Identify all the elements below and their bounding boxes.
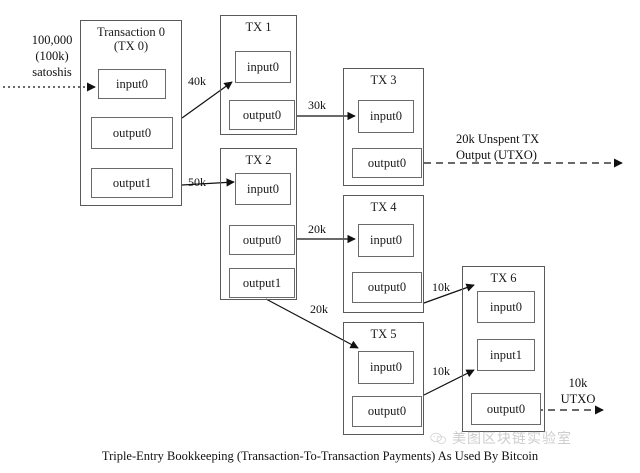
- slot-tx6-input1[interactable]: input1: [477, 339, 535, 371]
- slot-tx1-output0[interactable]: output0: [229, 100, 295, 130]
- slot-tx0-output0[interactable]: output0: [91, 117, 173, 149]
- transaction-box-tx3[interactable]: TX 3 input0 output0: [343, 68, 424, 186]
- slot-tx2-input0[interactable]: input0: [235, 173, 291, 205]
- transaction-box-tx6[interactable]: TX 6 input0 input1 output0: [462, 266, 545, 432]
- transaction-title-tx6: TX 6: [490, 271, 517, 285]
- wechat-icon: [430, 432, 447, 444]
- slot-tx2-output0[interactable]: output0: [229, 225, 295, 255]
- transaction-box-tx4[interactable]: TX 4 input0 output0: [343, 195, 424, 313]
- edge-label-10k-tx6-input1: 10k: [432, 364, 450, 378]
- watermark: 美图区块链实验室: [430, 428, 572, 448]
- transaction-title-tx5: TX 5: [370, 327, 397, 341]
- slot-tx5-input0[interactable]: input0: [358, 351, 414, 384]
- transaction-box-tx2[interactable]: TX 2 input0 output0 output1: [220, 148, 297, 300]
- transaction-box-tx1[interactable]: TX 1 input0 output0: [220, 15, 297, 135]
- slot-tx6-output0[interactable]: output0: [471, 393, 541, 425]
- transaction-box-tx5[interactable]: TX 5 input0 output0: [343, 322, 424, 435]
- slot-tx6-input0[interactable]: input0: [477, 291, 535, 323]
- slot-tx0-input0[interactable]: input0: [98, 69, 166, 99]
- transaction-title-tx4: TX 4: [370, 200, 397, 214]
- figure-caption: Triple-Entry Bookkeeping (Transaction-To…: [101, 449, 539, 463]
- edge-label-10k-tx6-input0: 10k: [432, 280, 450, 294]
- transaction-title-tx1: TX 1: [245, 20, 272, 34]
- slot-tx3-output0[interactable]: output0: [352, 148, 422, 178]
- slot-tx4-input0[interactable]: input0: [358, 224, 414, 257]
- edge-label-20k-tx5: 20k: [310, 302, 328, 316]
- slot-tx0-output1[interactable]: output1: [91, 168, 173, 198]
- utxo-note-bottom: 10k UTXO: [560, 376, 596, 406]
- slot-tx3-input0[interactable]: input0: [358, 100, 414, 133]
- slot-tx1-input0[interactable]: input0: [235, 51, 291, 83]
- slot-tx4-output0[interactable]: output0: [352, 272, 422, 303]
- edge-label-50k: 50k: [188, 175, 206, 189]
- edge-label-30k: 30k: [308, 98, 326, 112]
- edge-label-40k: 40k: [188, 74, 206, 88]
- slot-tx5-output0[interactable]: output0: [352, 396, 422, 427]
- transaction-box-tx0[interactable]: Transaction 0 (TX 0) input0 output0 outp…: [80, 20, 182, 206]
- transaction-title-tx0: Transaction 0 (TX 0): [97, 25, 165, 53]
- source-amount-note: 100,000 (100k) satoshis: [31, 33, 73, 79]
- transaction-title-tx2: TX 2: [245, 153, 272, 167]
- watermark-text: 美图区块链实验室: [452, 431, 572, 447]
- edge-label-20k-tx4: 20k: [308, 222, 326, 236]
- utxo-note-top: 20k Unspent TX Output (UTXO): [456, 132, 540, 162]
- transaction-title-tx3: TX 3: [370, 73, 397, 87]
- slot-tx2-output1[interactable]: output1: [229, 268, 295, 298]
